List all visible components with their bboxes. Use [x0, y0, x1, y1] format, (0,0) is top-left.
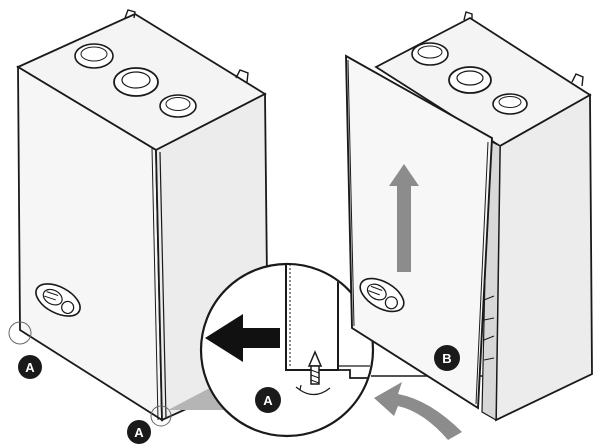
right-boiler-side: [495, 93, 593, 422]
left-mount-hook: [124, 9, 136, 19]
right-boiler: [345, 11, 593, 422]
callout-a-left-label: A: [25, 360, 35, 375]
curved-arrow-icon: [374, 382, 462, 440]
port-left: [74, 43, 114, 69]
screw-location-bottom: [150, 405, 172, 427]
callout-b: B: [434, 345, 460, 371]
callout-a-detail-label: A: [263, 393, 273, 408]
callout-a-bottom-label: A: [134, 425, 144, 440]
screw-location-left: [8, 321, 32, 345]
zoom-detail: A: [168, 262, 498, 438]
left-arrow-icon: [205, 314, 280, 362]
callout-a-detail: A: [255, 387, 281, 413]
right-boiler-front-panel: [345, 54, 493, 410]
screw-icon: [295, 350, 331, 396]
left-boiler: [8, 9, 269, 427]
logo-badge-icon: [35, 283, 81, 317]
right-logo-badge-icon: [359, 277, 405, 313]
callout-a-bottom: A: [127, 420, 151, 444]
port-right: [159, 94, 197, 118]
callout-b-label: B: [442, 351, 451, 366]
callout-a-left: A: [18, 355, 42, 379]
left-mount-hook-2: [235, 69, 249, 83]
up-arrow-icon: [389, 164, 419, 272]
